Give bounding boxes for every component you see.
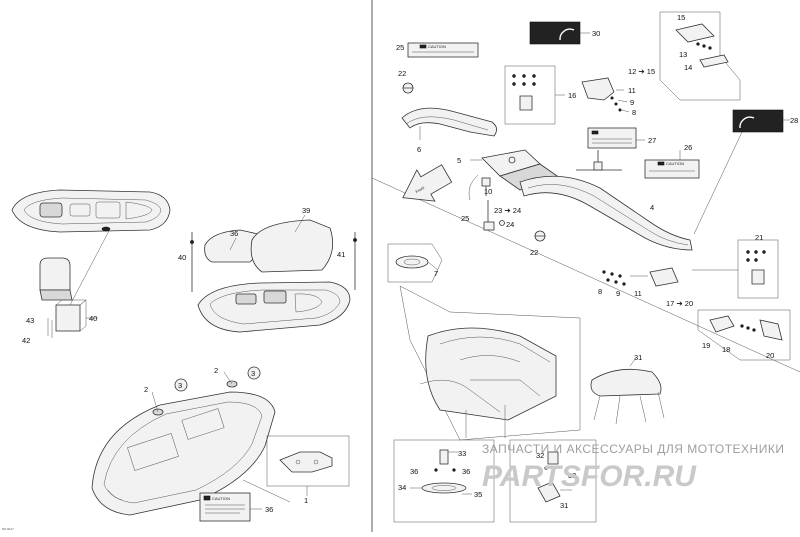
watermark-text: ЗАПЧАСТИ И АКСЕССУАРЫ ДЛЯ МОТОТЕХНИКИ: [482, 442, 784, 456]
callout: 18: [722, 345, 730, 354]
callout: 32: [536, 451, 544, 460]
diagram-code: 60U1117: [2, 527, 14, 531]
inset-7: [387, 243, 443, 283]
callout: 25: [396, 43, 404, 52]
callout: 4: [650, 203, 654, 212]
callout: 28: [790, 116, 798, 125]
callout: 12 ➔ 15: [628, 67, 655, 76]
callout: 6: [417, 145, 421, 154]
callout: 20: [766, 351, 774, 360]
callout: 36: [462, 467, 470, 476]
bolt-set-23-25: [468, 174, 505, 231]
callout: 8: [632, 108, 636, 117]
callout: 14: [684, 63, 692, 72]
watermark-logo: PARTSFOR.RU: [482, 460, 697, 493]
callout: 36: [230, 229, 238, 238]
callout: 40: [89, 314, 97, 323]
top-mount-bracket: [581, 77, 630, 113]
part-1-plate: [266, 435, 350, 496]
callout: 40: [178, 253, 186, 262]
callout: 7: [434, 269, 438, 278]
callout: 9: [630, 98, 634, 107]
decal-29: [529, 21, 590, 45]
decal-caution-text: CAUTION: [212, 496, 230, 501]
decal-27: [576, 127, 645, 171]
decal-26-top: CAUTION: [407, 42, 479, 58]
callout: 43: [26, 316, 34, 325]
callout: 32: [568, 471, 576, 480]
lower-mount-hardware: [602, 267, 679, 287]
tower-upper-frame: [401, 107, 497, 140]
callout: 13: [679, 50, 687, 59]
seat-backrest: [39, 257, 98, 338]
callout: 31: [560, 501, 568, 510]
bracket-set-17-20: [697, 309, 791, 361]
callout: 35: [474, 490, 482, 499]
callout: 22: [398, 69, 406, 78]
callout: 24: [506, 220, 514, 229]
callout: 30: [592, 29, 600, 38]
boat-deck-view: [91, 366, 291, 516]
callout: 22: [530, 248, 538, 257]
front-label: Front: [414, 185, 425, 194]
diagonal-divider: [371, 177, 800, 373]
front-arrow: Front: [402, 164, 453, 202]
callout: 25: [461, 214, 469, 223]
callout: 15: [677, 13, 685, 22]
callout: 16: [568, 91, 576, 100]
callout: 21: [755, 233, 763, 242]
callout: 36: [265, 505, 273, 514]
callout: 8: [598, 287, 602, 296]
callout: 26: [684, 143, 692, 152]
decal-26-right: CAUTION: [644, 150, 700, 179]
callout: 1: [304, 496, 308, 505]
callout: 41: [337, 250, 345, 259]
callout: 19: [702, 341, 710, 350]
callout: 3: [178, 381, 182, 390]
cover-group: [190, 214, 357, 292]
callout: 5: [457, 156, 461, 165]
callout: 2: [144, 385, 148, 394]
tower-assembly-inset: [399, 285, 581, 441]
boat-iso-view: [197, 281, 351, 333]
bracket-set-12-15: [659, 11, 741, 101]
callout: 36: [410, 467, 418, 476]
bimini-30: [590, 357, 665, 425]
decal-caution-text: CAUTION: [666, 161, 684, 166]
callout: 23 ➔ 24: [494, 206, 521, 215]
callout: 2: [214, 366, 218, 375]
callout: 11: [634, 289, 642, 298]
decal-37: CAUTION: [199, 492, 262, 522]
callout: 11: [628, 86, 636, 95]
callout: 39: [302, 206, 310, 215]
callout: 33: [458, 449, 466, 458]
callout: 27: [648, 136, 656, 145]
hardware-kit-21: [692, 239, 779, 299]
callout: 9: [616, 289, 620, 298]
callout: 3: [251, 369, 255, 378]
callout: 34: [398, 483, 406, 492]
callout: 10: [484, 187, 492, 196]
decal-caution-text: CAUTION: [428, 44, 446, 49]
callout: 17 ➔ 20: [666, 299, 693, 308]
hardware-kit-16: [504, 65, 565, 125]
decal-28: [693, 109, 790, 235]
callout: 31: [634, 353, 642, 362]
callout: 42: [22, 336, 30, 345]
tower-main-frame: [470, 149, 693, 251]
detail-box-33-36: [393, 439, 495, 523]
boat-top-view: [11, 189, 171, 306]
detail-box-31-32: [509, 439, 597, 523]
